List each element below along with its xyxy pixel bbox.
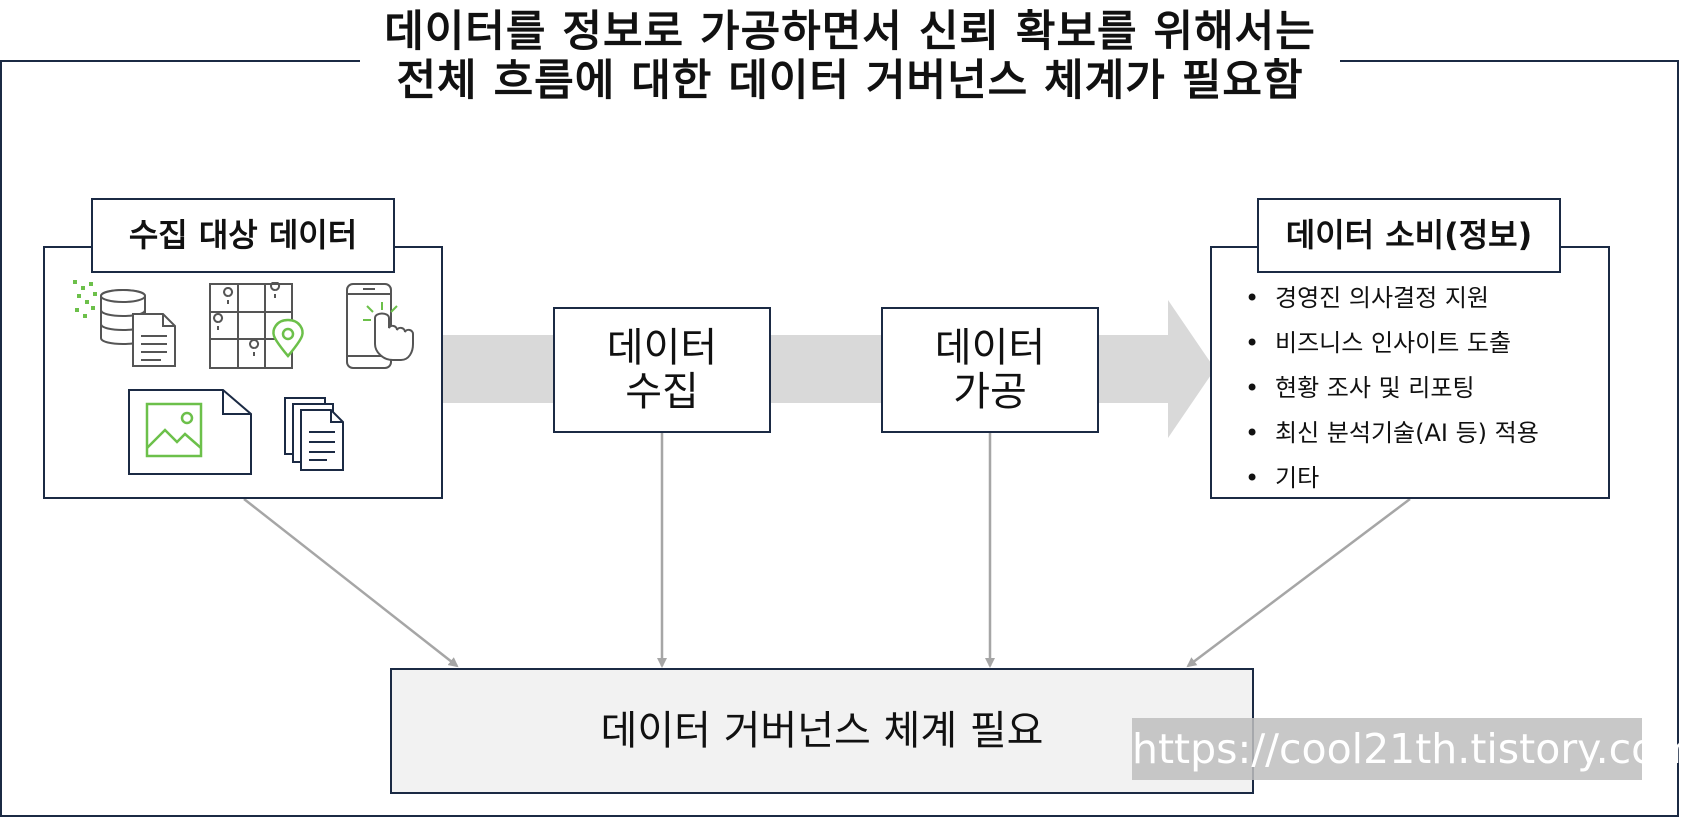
step-collect-line2: 수집 (625, 369, 699, 415)
step-data-processing: 데이터 가공 (881, 307, 1099, 433)
title-line-1: 데이터를 정보로 가공하면서 신뢰 확보를 위해서는 (384, 7, 1316, 57)
connector-source-to-governance (243, 498, 459, 668)
smartphone-touch-icon (346, 283, 414, 369)
step-process-line2: 가공 (953, 369, 1027, 415)
database-document-icon (73, 280, 176, 367)
bullet: • (1245, 464, 1260, 492)
step-collect-line1: 데이터 (606, 325, 718, 371)
step-process-line1: 데이터 (934, 325, 1046, 371)
list-item-text: 최신 분석기술(AI 등) 적용 (1275, 419, 1539, 447)
connector-consumer-to-governance (1186, 498, 1411, 668)
list-item: • 기타 (1245, 456, 1539, 501)
list-item: • 경영진 의사결정 지원 (1245, 276, 1539, 321)
watermark-url: https://cool21th.tistory.com (1132, 718, 1682, 780)
governance-box: 데이터 거버넌스 체계 필요 (390, 668, 1254, 794)
list-item: • 비즈니스 인사이트 도출 (1245, 321, 1539, 366)
page-title: 데이터를 정보로 가공하면서 신뢰 확보를 위해서는 전체 흐름에 대한 데이터… (360, 8, 1340, 118)
bullet: • (1245, 284, 1260, 312)
documents-icon (284, 397, 344, 471)
list-item-text: 경영진 의사결정 지원 (1275, 284, 1489, 312)
list-item-text: 현황 조사 및 리포팅 (1275, 374, 1475, 402)
list-item-text: 비즈니스 인사이트 도출 (1275, 329, 1512, 357)
title-line-2: 전체 흐름에 대한 데이터 거버넌스 체계가 필요함 (396, 56, 1304, 106)
list-item-text: 기타 (1275, 464, 1320, 492)
step-data-collection: 데이터 수집 (553, 307, 771, 433)
data-consumption-label: 데이터 소비(정보) (1257, 198, 1561, 273)
source-data-panel (43, 246, 443, 499)
map-location-icon (209, 282, 304, 369)
process-flow-arrow (440, 300, 1215, 438)
list-item: • 최신 분석기술(AI 등) 적용 (1245, 411, 1539, 456)
source-data-label: 수집 대상 데이터 (91, 198, 395, 273)
list-item: • 현황 조사 및 리포팅 (1245, 366, 1539, 411)
bullet: • (1245, 374, 1260, 402)
bullet: • (1245, 419, 1260, 447)
bullet: • (1245, 329, 1260, 357)
consumption-list: •경영진 의사결정 지원 •비즈니스 인사이트 도출 •현황 조사 및 리포팅 … (1245, 276, 1539, 501)
image-file-icon (128, 389, 252, 475)
